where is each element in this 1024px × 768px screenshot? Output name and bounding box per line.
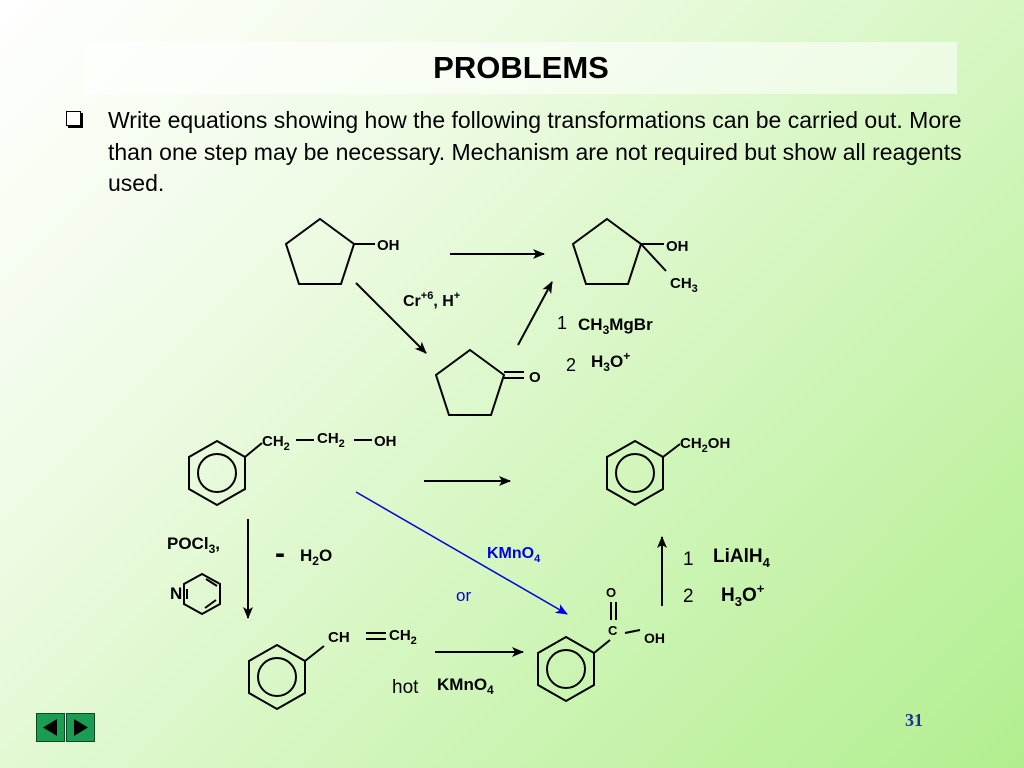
instruction-text: Write equations showing how the followin… <box>108 107 962 196</box>
pyridine-ring <box>183 572 221 616</box>
p1-hydronium: H3O+ <box>591 349 630 374</box>
chromium-reagent: Cr+6, H+ <box>403 290 460 310</box>
p1-step1-number: 1 <box>557 313 567 333</box>
kmno4-blue-label: KMnO4 <box>487 545 541 565</box>
cyclopentanol-ring <box>284 217 356 285</box>
pocl3-reagent: POCl3, <box>167 534 220 556</box>
oh-label-left: OH <box>377 237 400 254</box>
page-title: PROBLEMS <box>433 50 609 85</box>
oh-label-right: OH <box>666 238 689 255</box>
nav-left-icon <box>43 719 57 736</box>
minus-sign: - <box>275 537 285 570</box>
styrene-ch2-label: CH2 <box>389 627 417 647</box>
cyclopentanone-ring <box>434 348 506 416</box>
oh-label-phenylethanol: OH <box>374 433 397 450</box>
acid-o-label: O <box>606 585 616 600</box>
pyridine-n-label: N <box>170 584 182 603</box>
lialh4-reagent: LiAlH4 <box>713 546 771 570</box>
methylcyclopentanol-ring <box>571 217 643 285</box>
acid-c-label: C <box>608 623 618 638</box>
kmno4-black-label: KMnO4 <box>437 675 494 697</box>
arrow-p1-grignard <box>517 281 553 346</box>
checkbox-bullet-icon <box>66 111 81 126</box>
ch2-label-b: CH2 <box>317 430 345 450</box>
page-number: 31 <box>905 710 923 730</box>
water-label: H2O <box>300 546 332 568</box>
or-label: or <box>456 586 471 605</box>
benzyl-alcohol-label: CH2OH <box>680 435 730 455</box>
acid-oh-label: OH <box>644 630 665 646</box>
title-bar <box>85 42 957 94</box>
ch2-label-a: CH2 <box>262 433 290 453</box>
methylmagnesium-bromide: CH3MgBr <box>578 315 653 337</box>
arrow-p2-kmno4-blue <box>355 491 568 615</box>
p2-hydronium: H3O+ <box>721 581 765 609</box>
ch3-label: CH3 <box>670 275 698 295</box>
p2-step2-number: 2 <box>683 586 694 607</box>
arrow-p1-oxidation <box>355 282 427 354</box>
nav-previous-button[interactable] <box>36 713 65 742</box>
nav-next-button[interactable] <box>66 713 95 742</box>
styrene-ch-label: CH <box>328 629 350 646</box>
nav-right-icon <box>74 719 88 736</box>
hot-label: hot <box>392 677 419 698</box>
p1-step2-number: 2 <box>566 355 576 375</box>
ketone-o-label: O <box>529 369 541 386</box>
p2-step1-number: 1 <box>683 549 694 570</box>
